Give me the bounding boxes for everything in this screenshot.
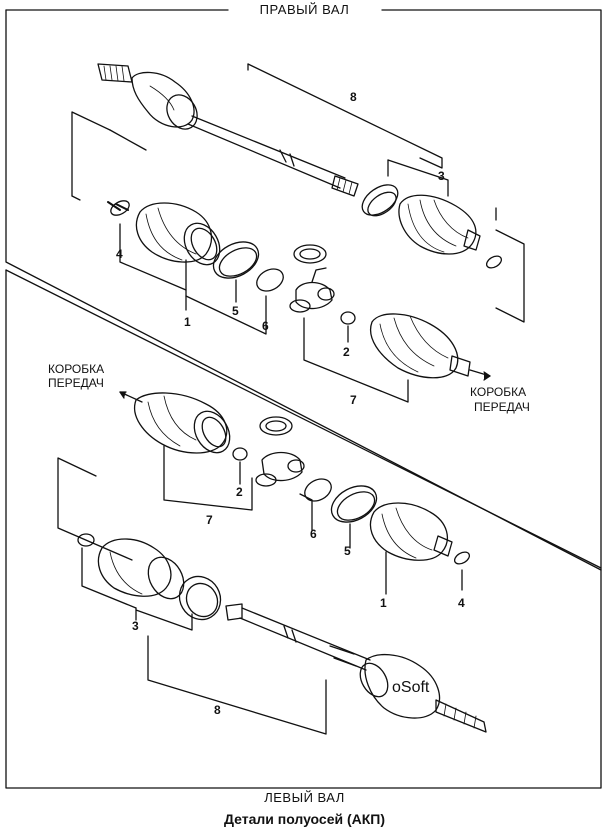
- right-shaft-assembly: [71, 63, 525, 403]
- callout-bottom-5: 5: [344, 544, 351, 558]
- callout-top-6: 6: [262, 319, 269, 333]
- callout-top-8: 8: [350, 90, 357, 104]
- gearbox-left-label-2: ПЕРЕДАЧ: [48, 376, 104, 390]
- callout-bottom-7: 7: [206, 513, 213, 527]
- callout-bottom-2: 2: [236, 485, 243, 499]
- gearbox-left-label-1: КОРОБКА: [48, 362, 104, 376]
- callout-bottom-8: 8: [214, 703, 221, 717]
- gearbox-right-label-2: ПЕРЕДАЧ: [474, 400, 530, 414]
- callout-top-7: 7: [350, 393, 357, 407]
- callout-bottom-1: 1: [380, 596, 387, 610]
- right-shaft-title: ПРАВЫЙ ВАЛ: [259, 2, 350, 17]
- callout-top-2: 2: [343, 345, 350, 359]
- top-panel-frame: [5, 9, 602, 571]
- left-shaft-title: ЛЕВЫЙ ВАЛ: [264, 790, 345, 805]
- callout-top-1: 1: [184, 315, 191, 329]
- watermark-text: oSoft: [392, 679, 430, 696]
- top-panel-frame-top: [5, 9, 602, 571]
- callout-bottom-4: 4: [458, 596, 465, 610]
- callout-top-4: 4: [116, 247, 123, 261]
- callout-top-3: 3: [438, 169, 445, 183]
- bottom-panel-frame: [5, 269, 602, 569]
- bottom-panel-frame-lower: [5, 269, 602, 789]
- figure-caption: Детали полуосей (АКП): [223, 811, 386, 827]
- callout-bottom-6: 6: [310, 527, 317, 541]
- callout-top-5: 5: [232, 304, 239, 318]
- gearbox-right-label-1: КОРОБКА: [470, 385, 526, 399]
- callout-bottom-3: 3: [132, 619, 139, 633]
- left-shaft-assembly: [57, 391, 487, 735]
